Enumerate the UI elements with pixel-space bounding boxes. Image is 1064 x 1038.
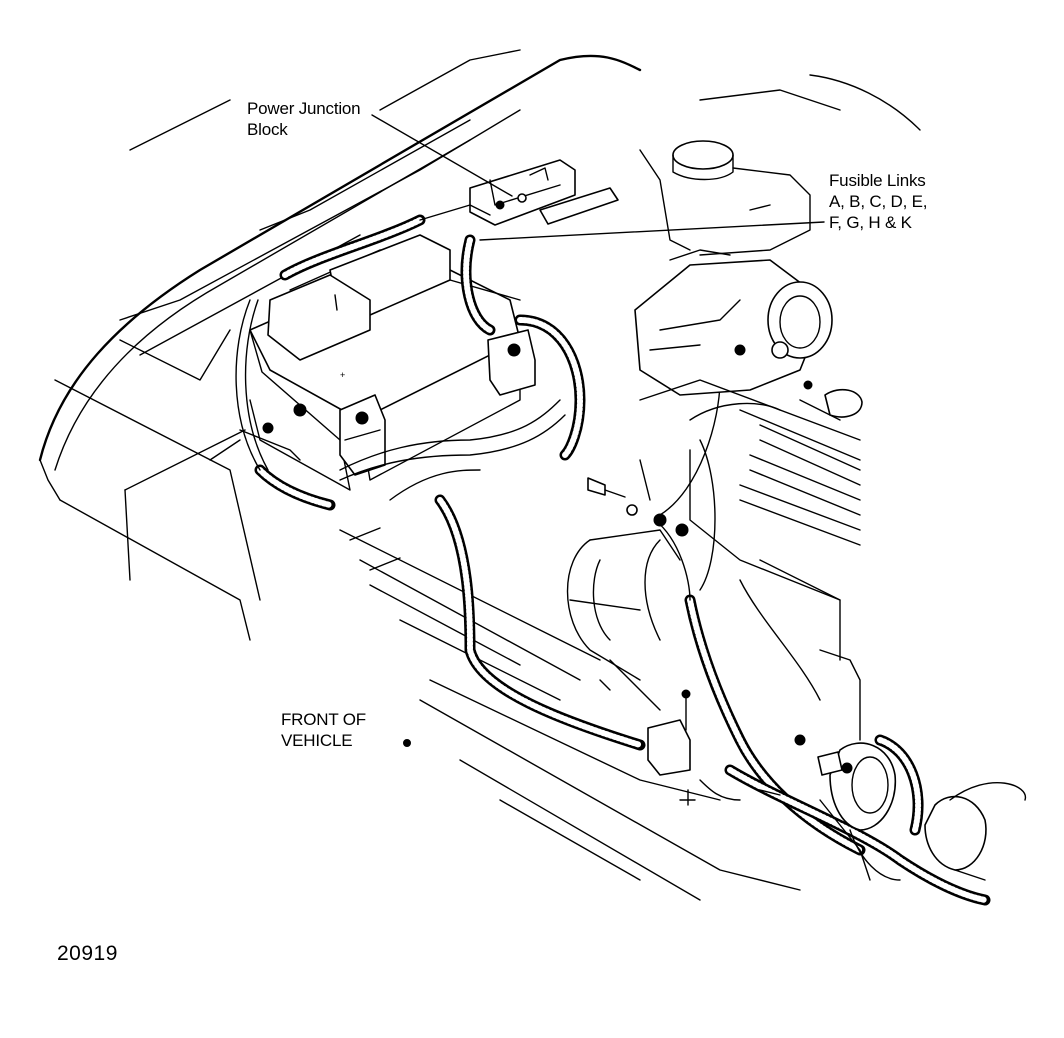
fusible-links-label: Fusible Links A, B, C, D, E, F, G, H & K <box>829 170 927 233</box>
lower-panels <box>54 329 801 901</box>
svg-text:+: + <box>340 370 345 380</box>
wiring-looms <box>254 214 991 906</box>
front-label-line1: FRONT OF <box>281 710 366 729</box>
power-junction-label-line1: Power Junction <box>247 99 361 118</box>
fusible-links-label-line3: F, G, H & K <box>829 213 912 232</box>
front-marker <box>403 739 411 747</box>
fusible-links-label-line2: A, B, C, D, E, <box>829 192 928 211</box>
engine-block <box>639 379 861 741</box>
headlamp-assembly <box>817 742 1026 881</box>
leader-lines <box>371 114 825 241</box>
power-junction-block-label: Power Junction Block <box>247 98 361 140</box>
starter-assembly <box>566 477 689 711</box>
ground-connections <box>647 689 806 806</box>
front-of-vehicle-label: FRONT OF VEHICLE <box>281 709 366 751</box>
thin-wires <box>235 204 841 641</box>
front-label-line2: VEHICLE <box>281 731 353 750</box>
battery-terminals <box>209 329 536 476</box>
hood-fender-outline <box>38 49 921 501</box>
power-junction-label-line2: Block <box>247 120 288 139</box>
power-junction-block <box>469 159 619 226</box>
figure-number: 20919 <box>57 942 118 965</box>
coolant-reservoir <box>639 140 811 256</box>
fusible-links-label-line1: Fusible Links <box>829 171 926 190</box>
alternator <box>634 249 863 418</box>
